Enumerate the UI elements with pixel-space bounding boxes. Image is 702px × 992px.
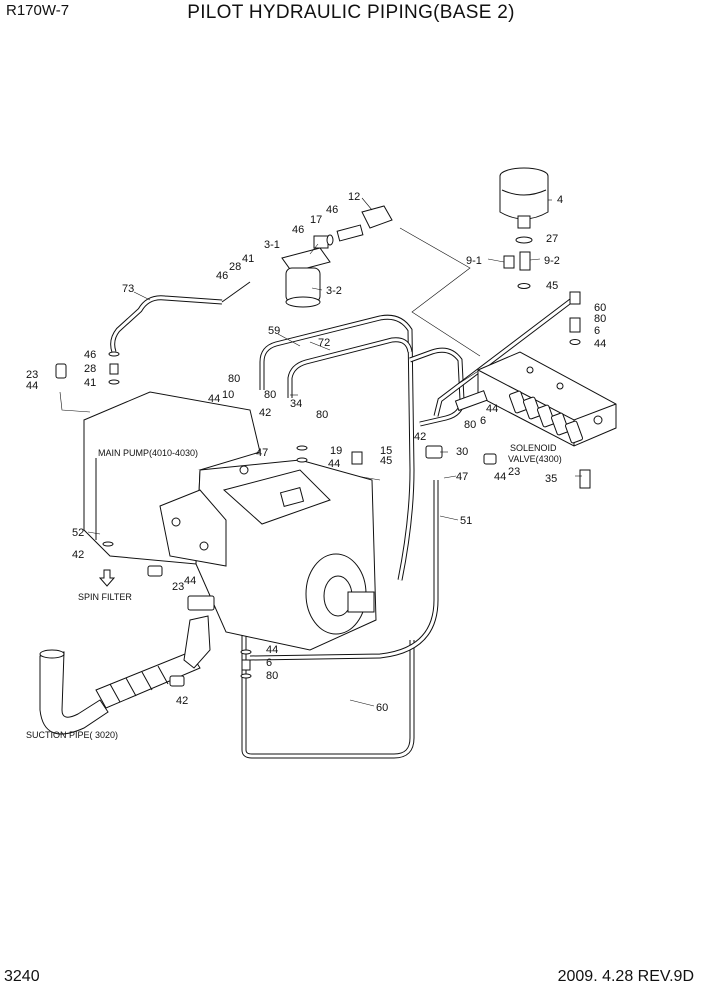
callout-47: 47 bbox=[256, 447, 268, 459]
suction-pipe-label: SUCTION PIPE( 3020) bbox=[26, 730, 118, 740]
suction-pipe bbox=[39, 595, 215, 735]
callout-59: 59 bbox=[268, 325, 280, 337]
callout-6: 6 bbox=[480, 415, 486, 427]
callout-46: 46 bbox=[216, 270, 228, 282]
callout-46: 46 bbox=[292, 224, 304, 236]
main-pump-label: MAIN PUMP(4010-4030) bbox=[98, 448, 198, 458]
pilot-hose-73 bbox=[110, 281, 251, 353]
callout-46: 46 bbox=[84, 349, 96, 361]
callout-15: 15 bbox=[380, 445, 392, 457]
callout-27: 27 bbox=[546, 233, 558, 245]
callout-6: 6 bbox=[266, 657, 272, 669]
callout-60: 60 bbox=[594, 302, 606, 314]
callout-23: 23 bbox=[508, 466, 520, 478]
solenoid-valve-label-1: SOLENOID bbox=[510, 443, 557, 453]
callout-34: 34 bbox=[290, 398, 302, 410]
callout-60: 60 bbox=[376, 702, 388, 714]
callout-44: 44 bbox=[266, 644, 278, 656]
callout-4: 4 bbox=[557, 194, 563, 206]
callout-45: 45 bbox=[546, 280, 558, 292]
loose-fittings bbox=[55, 351, 497, 687]
callout-80: 80 bbox=[464, 419, 476, 431]
callout-23: 23 bbox=[26, 369, 38, 381]
callout-42: 42 bbox=[176, 695, 188, 707]
callout-3-1: 3-1 bbox=[264, 239, 280, 251]
callout-44: 44 bbox=[594, 338, 606, 350]
fitting-9 bbox=[503, 251, 531, 289]
pilot-hose-51 bbox=[249, 480, 439, 661]
solenoid-fittings bbox=[454, 291, 581, 412]
callouts: 12 46 17 46 4 3-1 41 28 46 3-2 27 9-1 9-… bbox=[26, 191, 606, 714]
callout-42: 42 bbox=[259, 407, 271, 419]
callout-80: 80 bbox=[228, 373, 240, 385]
callout-44: 44 bbox=[184, 575, 196, 587]
solenoid-coils bbox=[509, 390, 583, 444]
callout-45: 45 bbox=[380, 455, 392, 467]
callout-30: 30 bbox=[456, 446, 468, 458]
callout-72: 72 bbox=[318, 337, 330, 349]
header: R170W-7 PILOT HYDRAULIC PIPING(BASE 2) bbox=[0, 0, 702, 30]
callout-12: 12 bbox=[348, 191, 360, 203]
callout-41: 41 bbox=[242, 253, 254, 265]
pilot-line-to-solenoid bbox=[409, 347, 465, 427]
callout-46: 46 bbox=[326, 204, 338, 216]
spin-filter-label: SPIN FILTER bbox=[78, 592, 132, 602]
callout-44: 44 bbox=[328, 458, 340, 470]
main-pump bbox=[83, 391, 377, 651]
callout-9-1: 9-1 bbox=[466, 255, 482, 267]
callout-3-2: 3-2 bbox=[326, 285, 342, 297]
callout-44: 44 bbox=[486, 403, 498, 415]
callout-6: 6 bbox=[594, 325, 600, 337]
callout-17: 17 bbox=[310, 214, 322, 226]
callout-44: 44 bbox=[494, 471, 506, 483]
accumulator bbox=[499, 167, 549, 244]
callout-28: 28 bbox=[84, 363, 96, 375]
leader-lines bbox=[87, 197, 582, 707]
callout-44: 44 bbox=[208, 393, 220, 405]
pilot-pipe-60 bbox=[241, 298, 574, 759]
revision-date: 2009. 4.28 REV.9D bbox=[557, 968, 694, 985]
spin-filter-arrow bbox=[98, 569, 116, 587]
callout-9-2: 9-2 bbox=[544, 255, 560, 267]
callout-52: 52 bbox=[72, 527, 84, 539]
callout-19: 19 bbox=[330, 445, 342, 457]
callout-42: 42 bbox=[414, 431, 426, 443]
callout-35: 35 bbox=[545, 473, 557, 485]
callout-44: 44 bbox=[26, 380, 38, 392]
callout-47: 47 bbox=[456, 471, 468, 483]
model-code: R170W-7 bbox=[6, 2, 70, 19]
callout-80: 80 bbox=[266, 670, 278, 682]
solenoid-valve bbox=[477, 351, 617, 489]
line-filter bbox=[281, 235, 331, 308]
fitting-12 bbox=[326, 205, 393, 246]
pilot-hose-59 bbox=[259, 314, 415, 581]
callout-80: 80 bbox=[316, 409, 328, 421]
page-title: PILOT HYDRAULIC PIPING(BASE 2) bbox=[187, 2, 515, 23]
callout-28: 28 bbox=[229, 261, 241, 273]
callout-51: 51 bbox=[460, 515, 472, 527]
callout-80: 80 bbox=[594, 313, 606, 325]
page-number: 3240 bbox=[4, 968, 40, 985]
callout-41: 41 bbox=[84, 377, 96, 389]
callout-10: 10 bbox=[222, 389, 234, 401]
callout-73: 73 bbox=[122, 283, 134, 295]
text-labels: MAIN PUMP(4010-4030) SOLENOID VALVE(4300… bbox=[26, 443, 562, 740]
callout-23: 23 bbox=[172, 581, 184, 593]
pilot-hose-72 bbox=[287, 337, 413, 398]
callout-80: 80 bbox=[264, 389, 276, 401]
solenoid-valve-label-2: VALVE(4300) bbox=[508, 454, 562, 464]
callout-42: 42 bbox=[72, 549, 84, 561]
